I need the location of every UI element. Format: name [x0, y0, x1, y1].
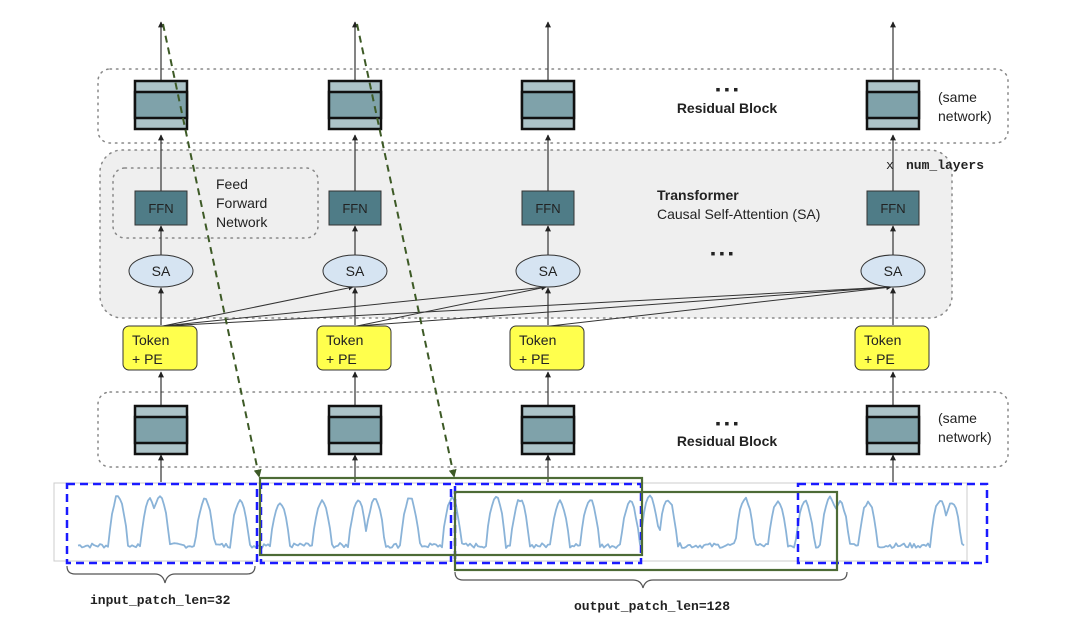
sa-label-3: SA — [539, 263, 558, 279]
attention-edge-3-to-4 — [549, 285, 892, 327]
ffn-group-line1: Feed — [216, 176, 248, 192]
multiplier-prefix: x — [886, 158, 894, 173]
top-residual-title: Residual Block — [677, 100, 778, 116]
timeseries-line — [77, 494, 965, 549]
input-patch-2 — [259, 482, 453, 565]
input-brace — [66, 565, 256, 584]
transformer-ellipsis: ▪ ▪ ▪ — [711, 245, 734, 261]
token-pe-box-1 — [122, 325, 198, 371]
top-note-line1: (same — [938, 89, 977, 105]
ffn-label-1: FFN — [148, 201, 173, 216]
bottom-residual-block-2 — [327, 404, 383, 456]
ffn-label-4: FFN — [880, 201, 905, 216]
input-patch-1 — [65, 482, 259, 565]
sa-node-1 — [128, 254, 194, 288]
ffn-box-1 — [134, 190, 188, 226]
sa-node-3 — [515, 254, 581, 288]
input-patch-4 — [796, 482, 989, 565]
attention-edge-1-to-4 — [162, 284, 892, 327]
token-pe-box-3 — [509, 325, 585, 371]
output-patch-2 — [453, 490, 839, 572]
attention-edge-2-to-3 — [356, 285, 547, 327]
bottom-residual-block-4 — [865, 404, 921, 456]
input-patch-3 — [453, 482, 643, 565]
sa-label-2: SA — [346, 263, 365, 279]
bottom-residual-block-3 — [520, 404, 576, 456]
ffn-group-line3: Network — [216, 214, 268, 230]
ffn-group-line2: Forward — [216, 195, 267, 211]
top-residual-block-1 — [133, 79, 189, 131]
ffn-box-2 — [328, 190, 382, 226]
top-residual-group — [97, 68, 1009, 144]
output-routing-arrow-1 — [162, 23, 262, 478]
top-residual-block-2 — [327, 79, 383, 131]
sa-label-4: SA — [884, 263, 903, 279]
bottom-residual-title: Residual Block — [677, 433, 778, 449]
output-brace — [454, 571, 848, 589]
attention-edge-1-to-2 — [162, 285, 354, 327]
bottom-note-line2: network) — [938, 429, 992, 445]
attention-edges — [162, 284, 892, 327]
ffn-box-3 — [521, 190, 575, 226]
bottom-residual-group — [97, 391, 1009, 468]
pe-label-4: + PE — [864, 351, 895, 367]
pe-label-2: + PE — [326, 351, 357, 367]
sa-node-2 — [322, 254, 388, 288]
token-pe-box-2 — [316, 325, 392, 371]
timeseries-frame — [53, 482, 968, 562]
bottom-residual-block-1 — [133, 404, 189, 456]
pe-label-3: + PE — [519, 351, 550, 367]
sa-label-1: SA — [152, 263, 171, 279]
sa-node-4 — [860, 254, 926, 288]
ffn-group-box — [112, 167, 319, 239]
num-layers-label: num_layers — [906, 158, 984, 173]
top-ellipsis: ▪ ▪ ▪ — [716, 81, 739, 97]
token-label-2: Token — [326, 332, 363, 348]
transformer-subtitle: Causal Self-Attention (SA) — [657, 206, 820, 222]
output-patch-len-label: output_patch_len=128 — [574, 599, 730, 614]
output-routing-arrow-2 — [356, 23, 457, 478]
token-label-4: Token — [864, 332, 901, 348]
top-note-line2: network) — [938, 108, 992, 124]
ffn-label-2: FFN — [342, 201, 367, 216]
token-label-1: Token — [132, 332, 169, 348]
top-residual-block-3 — [520, 79, 576, 131]
input-patch-len-label: input_patch_len=32 — [90, 593, 231, 608]
token-label-3: Token — [519, 332, 556, 348]
columns: FFN SA Token + PE FFN SA Token + PE FFN SA Token + … — [122, 21, 930, 482]
pe-label-1: + PE — [132, 351, 163, 367]
transformer-title: Transformer — [657, 187, 739, 203]
bottom-ellipsis: ▪ ▪ ▪ — [716, 415, 739, 431]
attention-edge-2-to-4 — [356, 284, 892, 327]
bottom-note-line1: (same — [938, 410, 977, 426]
transformer-block — [99, 149, 953, 319]
ffn-box-4 — [866, 190, 920, 226]
token-pe-box-4 — [854, 325, 930, 371]
top-residual-block-4 — [865, 79, 921, 131]
ffn-label-3: FFN — [535, 201, 560, 216]
output-patch-1 — [258, 476, 644, 557]
